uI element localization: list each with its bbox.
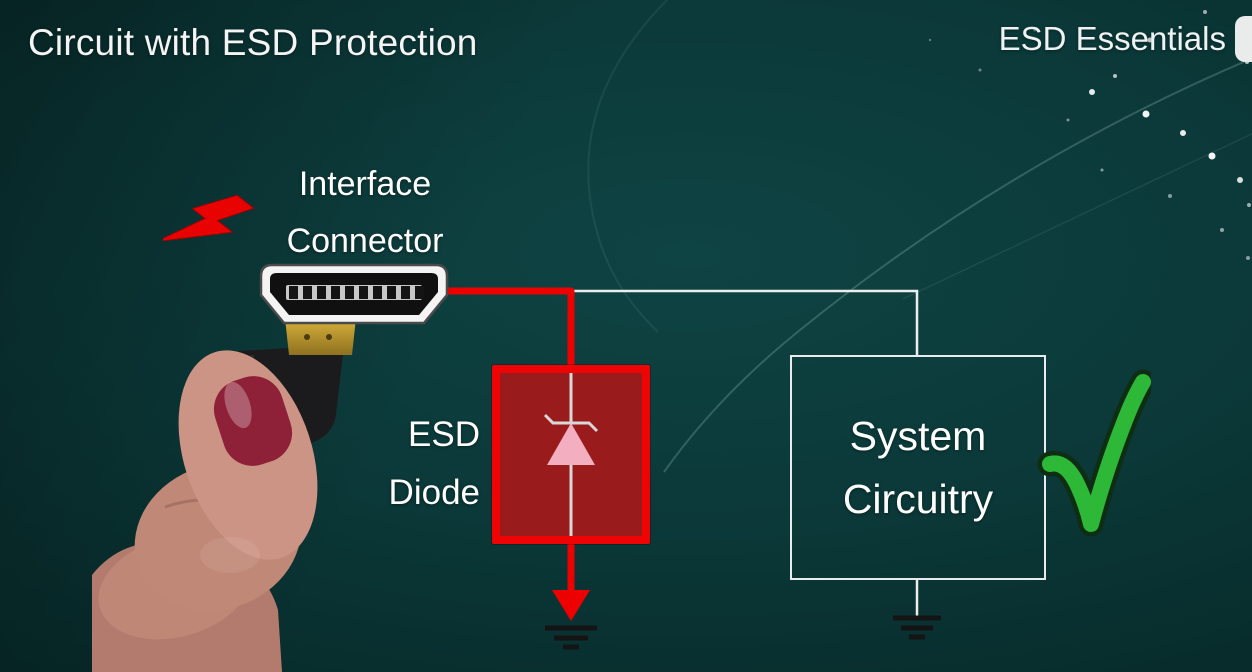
interface-connector-label-line2: Connector [286, 222, 444, 260]
skin-highlight [200, 537, 260, 573]
brand-area: ESD Essentials [999, 16, 1252, 62]
slide-title: Circuit with ESD Protection [28, 22, 478, 63]
zener-diode-symbol [543, 373, 599, 536]
thumbnail-polish [213, 376, 293, 466]
esd-diode-label-line1: ESD [408, 415, 480, 454]
nail-highlight [224, 381, 252, 429]
hdmi-gold-plug [285, 318, 356, 355]
esd-diode-box [492, 365, 650, 544]
interface-connector-label-line1: Interface [298, 165, 432, 203]
background-arc [587, 0, 669, 333]
white-system-wire [571, 289, 919, 356]
plug-hole [326, 334, 332, 340]
star-dots [928, 10, 1251, 260]
esd-diode-label-line2: Diode [388, 473, 480, 512]
plug-hole [304, 334, 310, 340]
red-esd-wire [440, 287, 575, 369]
brand-text: ESD Essentials [998, 20, 1226, 57]
diode-triangle [547, 423, 595, 465]
hand-holding-hdmi-photo [92, 263, 449, 672]
interface-connector-label: Interface Connector [245, 156, 485, 270]
ground-symbol-esd [545, 625, 597, 650]
brand-logo-icon [1235, 16, 1252, 62]
hdmi-pins [289, 286, 424, 299]
lightning-bolt-icon [163, 194, 255, 242]
system-circuitry-label-line2: Circuitry [842, 475, 994, 522]
esd-diode-label: ESD Diode [320, 406, 480, 522]
ground-symbol-system [893, 615, 941, 640]
checkmark-icon [1037, 369, 1151, 537]
system-circuitry-box: System Circuitry [790, 355, 1046, 580]
red-arrowhead [552, 590, 590, 621]
background-arc [663, 57, 1252, 473]
system-circuitry-label-line1: System [849, 412, 987, 459]
